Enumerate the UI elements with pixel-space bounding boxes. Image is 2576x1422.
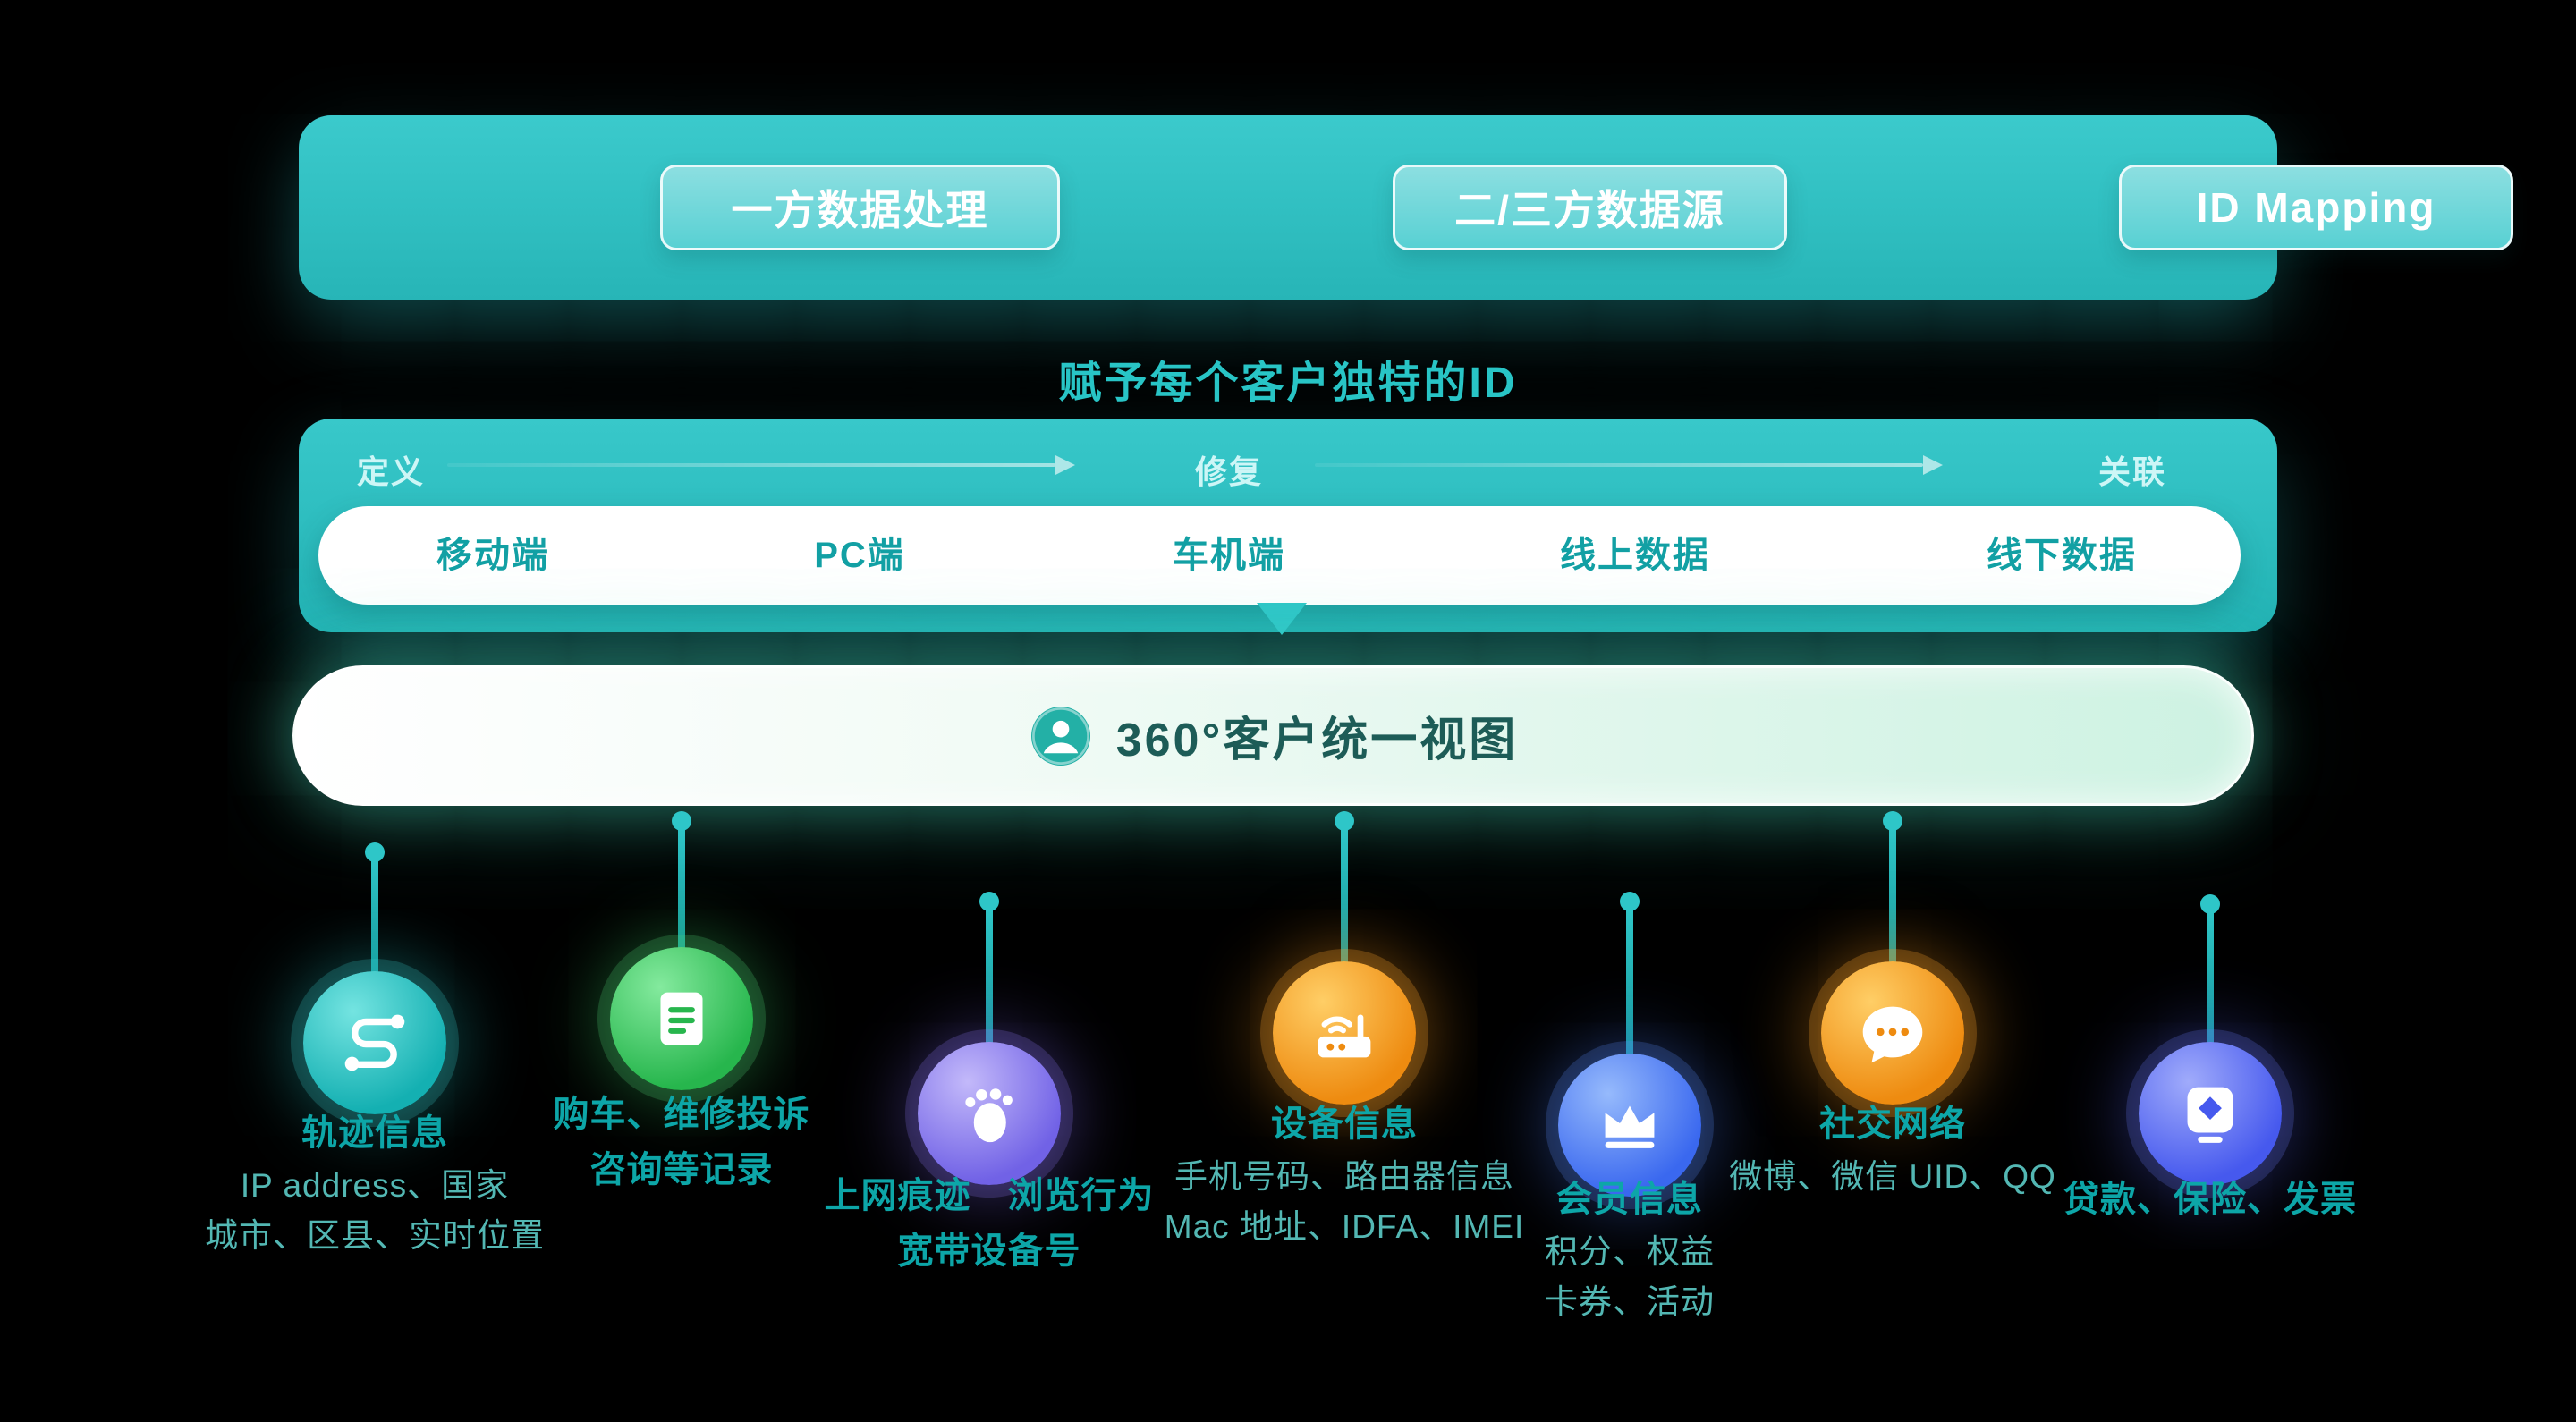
trajectory-detail-1: IP address、国家 (240, 1167, 510, 1204)
web-traces-label: 上网痕迹 浏览行为 宽带设备号 (757, 1168, 1222, 1279)
router-icon (1318, 1014, 1371, 1058)
connector-trajectory (371, 850, 378, 975)
connector-web-traces (986, 899, 993, 1046)
finance-title: 贷款、保险、发票 (2063, 1180, 2357, 1219)
id-process-container: 定义 修复 关联 移动端 PC端 车机端 线上数据 线下数据 (299, 419, 2277, 635)
social-title: 社交网络 (1819, 1105, 1966, 1144)
device-circle (1273, 961, 1416, 1105)
finance-circle (2139, 1042, 2282, 1185)
stage-arrow-1 (447, 455, 1075, 475)
stage-repair-label: 修复 (1194, 453, 1264, 490)
stage-arrow-2 (1315, 455, 1943, 475)
records-title-2: 咨询等记录 (589, 1150, 774, 1189)
id-mapping-pill: ID Mapping (2119, 165, 2513, 250)
device-label: 设备信息 手机号码、路由器信息 Mac 地址、IDFA、IMEI (1112, 1096, 1577, 1251)
connector-records (678, 818, 685, 952)
channel-bar: 移动端 PC端 车机端 线上数据 线下数据 (318, 506, 2241, 605)
records-circle (610, 947, 753, 1090)
channel-online-data: 线上数据 (1560, 536, 1710, 575)
records-title-1: 购车、维修投诉 (553, 1095, 810, 1134)
unified-view-label: 360°客户统一视图 (1115, 715, 1519, 766)
connector-member (1626, 899, 1633, 1058)
invoice-icon (2187, 1087, 2233, 1143)
finance-label: 贷款、保险、发票 (1978, 1172, 2443, 1227)
channel-vehicle: 车机端 (1173, 536, 1285, 575)
member-label: 会员信息 积分、权益 卡券、活动 (1397, 1172, 1862, 1326)
social-circle (1821, 961, 1964, 1105)
trajectory-detail-2: 城市、区县、实时位置 (205, 1216, 545, 1254)
channel-pc: PC端 (814, 536, 905, 575)
footprint-icon (965, 1088, 1013, 1143)
social-label: 社交网络 微博、微信 UID、QQ (1660, 1096, 2125, 1202)
connector-social (1889, 818, 1896, 969)
channel-offline-data: 线下数据 (1987, 536, 2137, 575)
channel-mobile: 移动端 (436, 536, 549, 575)
connector-finance (2207, 901, 2214, 1046)
section-title: 赋予每个客户独特的ID (1058, 360, 1518, 407)
device-detail-2: Mac 地址、IDFA、IMEI (1164, 1207, 1525, 1245)
chat-icon (1862, 1006, 1923, 1063)
trajectory-circle (303, 971, 446, 1114)
member-detail-1: 积分、权益 (1545, 1233, 1715, 1270)
device-title: 设备信息 (1271, 1105, 1418, 1144)
trajectory-title: 轨迹信息 (301, 1113, 448, 1153)
stage-define-label: 定义 (356, 453, 426, 490)
member-circle (1558, 1054, 1701, 1197)
web-traces-title-2: 宽带设备号 (897, 1232, 1081, 1271)
down-arrow-icon (1257, 603, 1307, 635)
records-label: 购车、维修投诉 咨询等记录 (449, 1087, 914, 1198)
member-detail-2: 卡券、活动 (1545, 1282, 1715, 1320)
first-party-data-label: 一方数据处理 (731, 187, 989, 233)
first-party-data-pill: 一方数据处理 (660, 165, 1060, 250)
social-detail-1: 微博、微信 UID、QQ (1729, 1158, 2056, 1195)
member-title: 会员信息 (1556, 1180, 1703, 1219)
unified-view-bar: 360°客户统一视图 (292, 665, 2254, 806)
second-third-party-data-label: 二/三方数据源 (1454, 187, 1725, 233)
stage-associate-label: 关联 (2097, 453, 2167, 490)
device-detail-1: 手机号码、路由器信息 (1174, 1158, 1514, 1195)
id-mapping-label: ID Mapping (2196, 184, 2436, 231)
person-icon (1030, 706, 1090, 766)
web-traces-title-1: 上网痕迹 浏览行为 (824, 1176, 1155, 1215)
trajectory-label: 轨迹信息 IP address、国家 城市、区县、实时位置 (142, 1105, 607, 1260)
document-icon (660, 992, 703, 1045)
crown-icon (1605, 1105, 1655, 1148)
data-source-banner: 一方数据处理 二/三方数据源 ID Mapping (299, 115, 2513, 300)
connector-device (1341, 818, 1348, 966)
web-traces-circle (918, 1042, 1061, 1185)
route-icon (344, 1014, 405, 1071)
second-third-party-data-pill: 二/三方数据源 (1393, 165, 1787, 250)
